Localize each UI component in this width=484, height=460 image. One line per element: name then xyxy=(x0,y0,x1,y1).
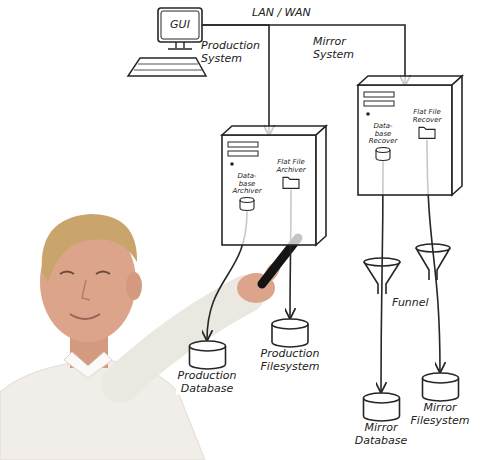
database-module: Data-base Recover xyxy=(362,123,404,162)
node-label: Data-base Recover xyxy=(369,123,398,146)
drive-slot xyxy=(364,101,394,106)
file-module: Flat File Recover xyxy=(406,109,448,140)
database-icon-body xyxy=(376,150,390,161)
server-front xyxy=(222,135,316,245)
database-icon-body xyxy=(240,200,254,211)
cylinder-top xyxy=(363,393,399,403)
node-label: Data-base Archiver xyxy=(232,173,261,196)
storage-cylinder: Production Database xyxy=(173,340,242,395)
server-tower: Production SystemData-base ArchiverFlat … xyxy=(222,135,316,245)
storage-cylinder: Mirror Filesystem xyxy=(406,372,475,427)
connector-arrow xyxy=(381,162,383,392)
storage-cylinder: Production Filesystem xyxy=(255,318,325,373)
system-heading: Production System xyxy=(201,40,260,65)
gui-monitor: GUI xyxy=(158,8,202,42)
database-icon-top xyxy=(376,148,390,153)
drive-slot xyxy=(364,92,394,97)
server-top xyxy=(358,76,462,85)
system-heading: Mirror System xyxy=(313,36,354,61)
drive-slot xyxy=(228,151,258,156)
server-tower: Mirror SystemData-base RecoverFlat File … xyxy=(358,85,452,195)
cylinder-top xyxy=(189,341,225,351)
mouth xyxy=(70,314,100,319)
server-side xyxy=(316,126,326,245)
database-module: Data-base Archiver xyxy=(226,173,268,212)
network-label: LAN / WAN xyxy=(250,6,313,19)
power-light xyxy=(366,112,370,116)
connector-arrow xyxy=(202,25,269,135)
cylinder-top xyxy=(422,373,458,383)
nose xyxy=(82,280,90,300)
cylinder-top xyxy=(272,319,308,329)
keyboard-keys xyxy=(134,64,202,70)
monitor-frame xyxy=(158,8,202,42)
server-side xyxy=(452,76,462,195)
server-front xyxy=(358,85,452,195)
node-label: Production Database xyxy=(176,370,239,395)
keyboard xyxy=(128,58,206,76)
shirt-body xyxy=(0,360,205,460)
node-label: Mirror Filesystem xyxy=(409,402,472,427)
hair xyxy=(42,214,137,282)
folder-icon-body xyxy=(283,177,299,188)
node-label: Mirror Database xyxy=(353,422,409,447)
shirt-collar xyxy=(64,352,112,378)
storage-cylinder: Mirror Database xyxy=(350,392,413,447)
folder-icon-body xyxy=(419,127,435,138)
eye xyxy=(96,272,110,275)
power-light xyxy=(230,162,234,166)
node-label: Flat File Recover xyxy=(413,109,442,124)
drive-slot xyxy=(228,142,258,147)
database-icon-top xyxy=(240,198,254,203)
eye xyxy=(60,272,74,275)
server-top xyxy=(222,126,326,135)
node-label: GUI xyxy=(170,8,190,42)
node-label: Flat File Archiver xyxy=(276,159,305,174)
ear xyxy=(126,272,142,300)
node-label: Production Filesystem xyxy=(259,348,322,373)
monitor-stand xyxy=(168,42,192,49)
funnel-label: Funnel xyxy=(390,296,431,309)
file-module: Flat File Archiver xyxy=(270,159,312,190)
